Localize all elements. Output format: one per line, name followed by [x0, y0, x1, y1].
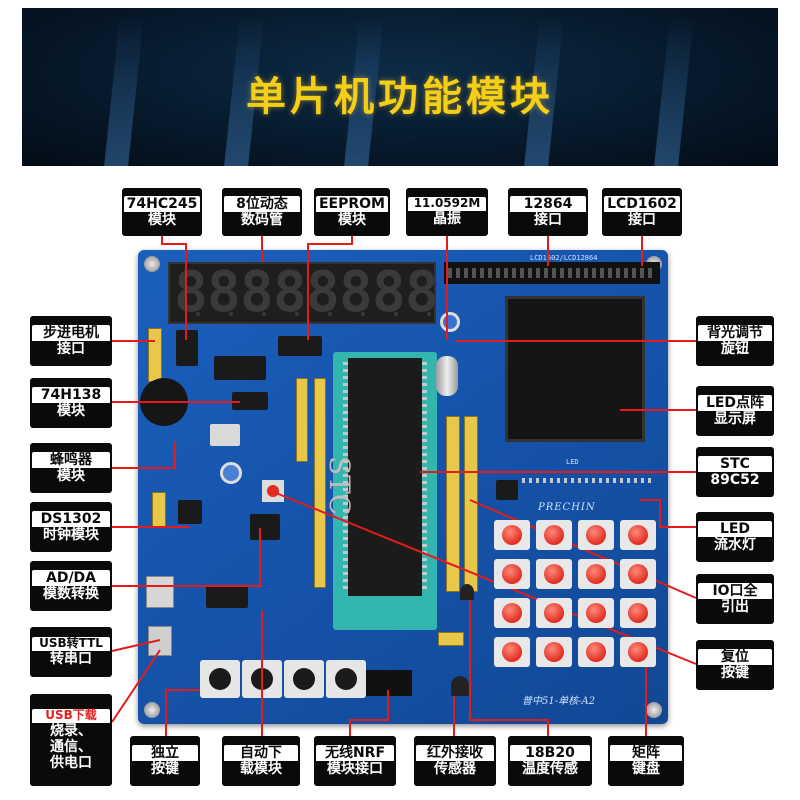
chip-74h138 — [232, 392, 268, 410]
led-row — [522, 478, 652, 483]
label-matrix-keys: 矩阵键盘 — [608, 736, 684, 786]
seven-segment-display — [168, 260, 439, 325]
matrix-key[interactable] — [494, 598, 530, 628]
led-silk: LED — [566, 458, 579, 466]
screw-icon — [144, 702, 160, 718]
crystal-oscillator — [436, 356, 458, 396]
label-reset: 复位按键 — [696, 640, 774, 690]
screw-icon — [646, 702, 662, 718]
matrix-key[interactable] — [620, 559, 656, 589]
stepper-header — [148, 328, 162, 382]
mcu-marking: STC — [323, 456, 356, 516]
backlight-knob[interactable] — [440, 312, 460, 332]
nrf-header — [364, 670, 412, 696]
matrix-key[interactable] — [578, 520, 614, 550]
matrix-key[interactable] — [536, 520, 572, 550]
io-header-left — [296, 378, 308, 462]
independent-key[interactable] — [242, 660, 282, 698]
independent-key[interactable] — [284, 660, 324, 698]
ir-header — [438, 632, 464, 646]
label-auto-download: 自动下载模块 — [222, 736, 300, 786]
matrix-key[interactable] — [494, 559, 530, 589]
usb-port[interactable] — [148, 626, 172, 656]
reset-button[interactable] — [262, 480, 284, 502]
label-independent-keys: 独立按键 — [130, 736, 200, 786]
chip-ds1302 — [178, 500, 202, 524]
matrix-key[interactable] — [494, 637, 530, 667]
matrix-key[interactable] — [578, 559, 614, 589]
led-driver-chip — [496, 480, 518, 500]
matrix-key[interactable] — [620, 598, 656, 628]
matrix-key[interactable] — [578, 598, 614, 628]
board-model: 普中51-单核-A2 — [522, 696, 596, 707]
matrix-key[interactable] — [620, 520, 656, 550]
temp-sensor — [460, 584, 474, 600]
label-led-matrix: LED点阵显示屏 — [696, 386, 774, 436]
banner-title: 单片机功能模块 — [246, 74, 554, 120]
screw-icon — [144, 256, 160, 272]
label-usb-download: USB下载 烧录、 通信、 供电口 — [30, 694, 112, 786]
led-matrix — [505, 296, 645, 442]
chip-uln2003 — [214, 356, 266, 380]
buzzer — [140, 378, 188, 426]
independent-key[interactable] — [200, 660, 240, 698]
matrix-key[interactable] — [494, 520, 530, 550]
lcd-silk: LCD1602/LCD12864 — [530, 254, 598, 262]
label-seg-display: 8位动态数码管 — [222, 188, 302, 236]
io-header-right-2 — [464, 416, 478, 592]
crystal-rtc — [210, 424, 240, 446]
matrix-key[interactable] — [578, 637, 614, 667]
chip-adda — [250, 514, 280, 540]
chip-eeprom — [278, 336, 322, 356]
label-ir: 红外接收传感器 — [414, 736, 496, 786]
label-buzzer: 蜂鸣器模块 — [30, 443, 112, 493]
matrix-key[interactable] — [536, 598, 572, 628]
matrix-key[interactable] — [620, 637, 656, 667]
independent-key[interactable] — [326, 660, 366, 698]
potentiometer[interactable] — [220, 462, 242, 484]
mcu-chip — [348, 358, 422, 596]
io-header-right — [446, 416, 460, 592]
chip-74hc245 — [176, 330, 198, 366]
label-backlight: 背光调节旋钮 — [696, 316, 774, 366]
ds1302-header — [152, 492, 166, 528]
chip-usb-ttl — [206, 586, 248, 608]
board-brand: PRECHIN — [538, 502, 596, 513]
header-banner: 单片机功能模块 — [22, 8, 778, 166]
power-port[interactable] — [146, 576, 174, 608]
matrix-key[interactable] — [536, 559, 572, 589]
matrix-key[interactable] — [536, 637, 572, 667]
ir-receiver — [451, 676, 469, 696]
label-stepper: 步进电机接口 — [30, 316, 112, 366]
label-io-breakout: IO口全引出 — [696, 574, 774, 624]
